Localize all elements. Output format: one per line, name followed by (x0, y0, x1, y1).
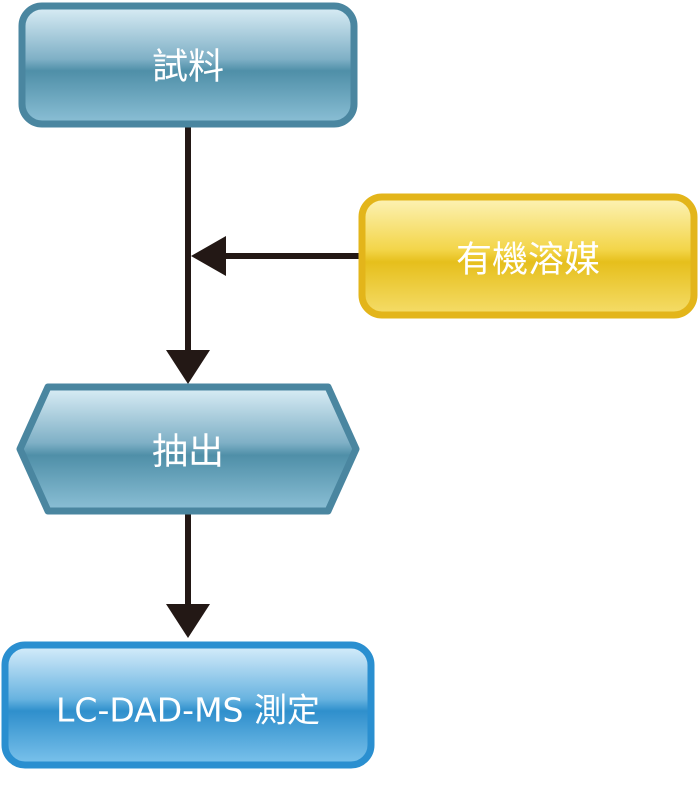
arrowhead-down-icon (166, 604, 210, 638)
node-extraction: 抽出 (16, 383, 360, 515)
node-extraction-label: 抽出 (152, 432, 224, 473)
node-measurement-label: LC-DAD-MS 測定 (56, 691, 320, 730)
connector-extraction-to-measurement (166, 512, 210, 638)
arrowhead-left-icon (191, 236, 226, 276)
node-solvent-label: 有機溶媒 (456, 240, 600, 281)
node-measurement: LC-DAD-MS 測定 (1, 641, 375, 769)
node-solvent: 有機溶媒 (358, 193, 698, 319)
arrowhead-down-icon (166, 350, 210, 384)
node-sample-label: 試料 (152, 47, 224, 88)
connector-sample-to-extraction (166, 126, 210, 384)
node-sample: 試料 (18, 2, 358, 128)
connector-solvent-to-line (191, 236, 362, 276)
